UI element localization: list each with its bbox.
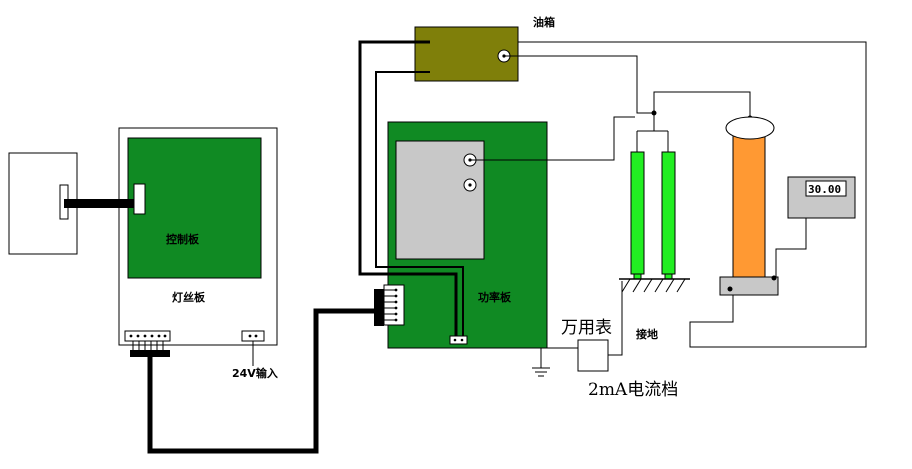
main-cable	[147, 308, 378, 454]
hv-column-top	[725, 116, 775, 140]
hv-column	[732, 133, 766, 280]
multimeter-label: 万用表	[561, 318, 612, 338]
ground-hatch	[621, 278, 686, 293]
control-board-label: 控制板	[166, 232, 200, 246]
oil-tank-label: 油箱	[533, 15, 555, 29]
power-board-side-socket	[383, 284, 405, 326]
kv-meter-wire	[775, 218, 807, 278]
filament-6pin-connector	[124, 330, 171, 342]
capacitor-1	[630, 151, 645, 275]
input-24v-connector	[241, 330, 265, 342]
power-board-side-pin-lines	[384, 289, 395, 321]
power-board-side-connector	[374, 289, 384, 326]
power-board-side-pins	[394, 288, 398, 322]
power-board-ground-icon	[532, 367, 550, 377]
control-board-connector	[133, 183, 146, 215]
current-range-label: 2mA电流档	[588, 380, 678, 400]
filament-6pin-legs	[132, 341, 164, 350]
kv-meter-display	[805, 180, 847, 197]
ground-label: 接地	[636, 327, 658, 341]
frame-wire	[518, 41, 867, 348]
multimeter	[577, 339, 609, 372]
hv-wire-tank	[504, 55, 654, 114]
tank-wire-inner	[375, 71, 464, 336]
power-board-label: 功率板	[478, 290, 512, 304]
input-24v-label: 24V输入	[232, 366, 278, 380]
filament-cable-plug	[130, 350, 170, 357]
power-board-bottom-connector	[449, 335, 468, 345]
filament-6pin-dots	[129, 334, 167, 338]
hv-column-base	[719, 276, 779, 296]
capacitor-2	[661, 151, 676, 275]
kv-meter-reading: 30.00	[808, 183, 841, 196]
control-board	[127, 137, 262, 279]
tank-wire-outer	[358, 40, 458, 336]
ribbon-cable-left	[64, 199, 136, 208]
hv-wire-power-board	[470, 116, 635, 161]
filament-board-label: 灯丝板	[172, 290, 206, 304]
hv-wire-transformer	[653, 91, 751, 118]
